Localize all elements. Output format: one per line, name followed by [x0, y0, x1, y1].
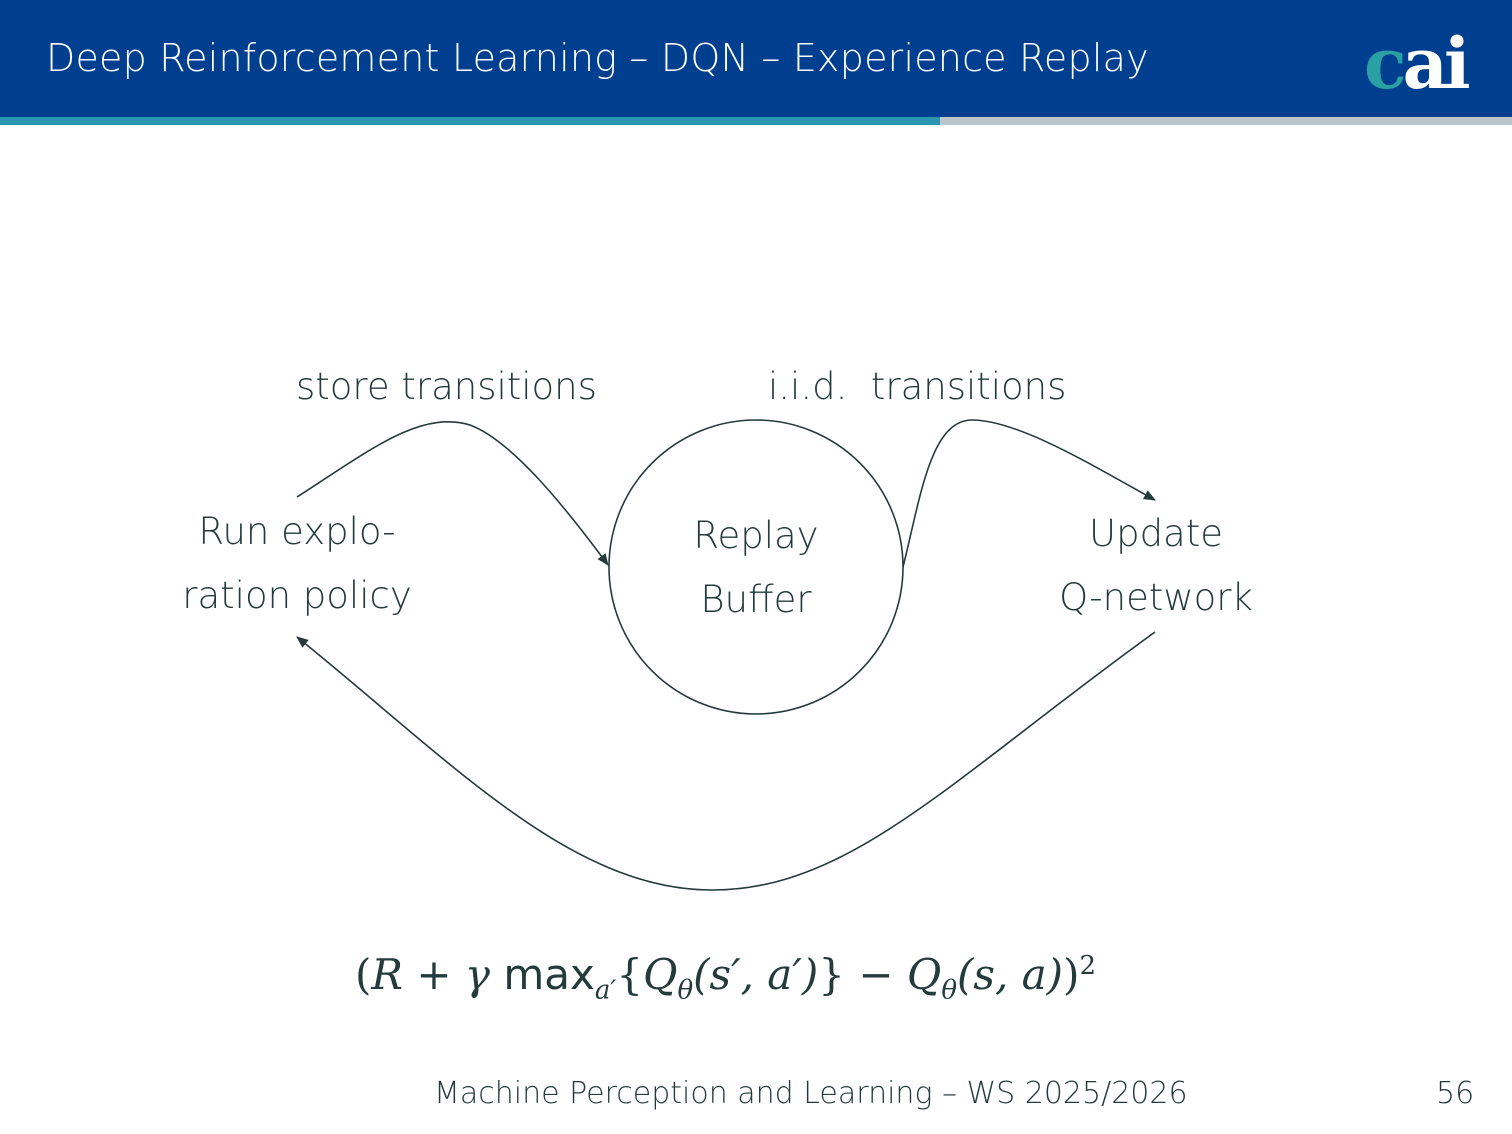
formula-part: +	[403, 950, 465, 999]
replay-buffer-node: Replay Buffer	[656, 504, 856, 632]
node-line: Replay	[693, 514, 819, 557]
formula-part: a′	[594, 975, 617, 1006]
formula-part: 2	[1079, 951, 1097, 981]
iid-transitions-label: i.i.d. transitions	[768, 365, 1067, 408]
page-number: 56	[1436, 1076, 1475, 1111]
formula-part: −	[845, 950, 907, 999]
loss-formula: (R + γ maxa′{Qθ(s′, a′)} − Qθ(s, a))2	[355, 950, 1096, 1005]
feedback-arrow	[296, 631, 1156, 891]
formula-part: (	[355, 950, 372, 999]
store-transitions-label: store transitions	[296, 365, 597, 408]
formula-part: (s′, a′)	[693, 950, 819, 999]
run-exploration-node: Run explo- ration policy	[147, 500, 447, 628]
update-qnetwork-node: Update Q-network	[1036, 502, 1276, 630]
formula-part: {	[616, 950, 644, 999]
progress-bar-remaining	[940, 117, 1512, 125]
formula-part: }	[818, 950, 845, 999]
formula-part: Q	[906, 950, 942, 999]
progress-bar-filled	[0, 117, 940, 125]
store-transitions-arrow	[296, 421, 609, 566]
formula-part: θ	[677, 975, 694, 1006]
slide-header: Deep Reinforcement Learning – DQN – Expe…	[0, 0, 1512, 117]
formula-part: R	[371, 950, 404, 999]
formula-part: max	[490, 950, 595, 999]
slide-title: Deep Reinforcement Learning – DQN – Expe…	[46, 36, 1149, 80]
node-line: Buffer	[700, 578, 812, 621]
node-line: Q-network	[1059, 576, 1253, 619]
node-line: Update	[1089, 512, 1223, 555]
formula-part: γ	[464, 950, 491, 999]
node-line: Run explo-	[198, 510, 396, 553]
cai-logo: cai	[1364, 22, 1471, 105]
formula-part: θ	[941, 975, 957, 1006]
iid-transitions-arrow	[902, 419, 1156, 568]
node-line: ration policy	[182, 574, 412, 617]
formula-part: (s, a)	[957, 950, 1064, 999]
footer-course: Machine Perception and Learning – WS 202…	[434, 1076, 1188, 1111]
formula-part: )	[1063, 950, 1080, 999]
formula-part: Q	[643, 950, 678, 999]
